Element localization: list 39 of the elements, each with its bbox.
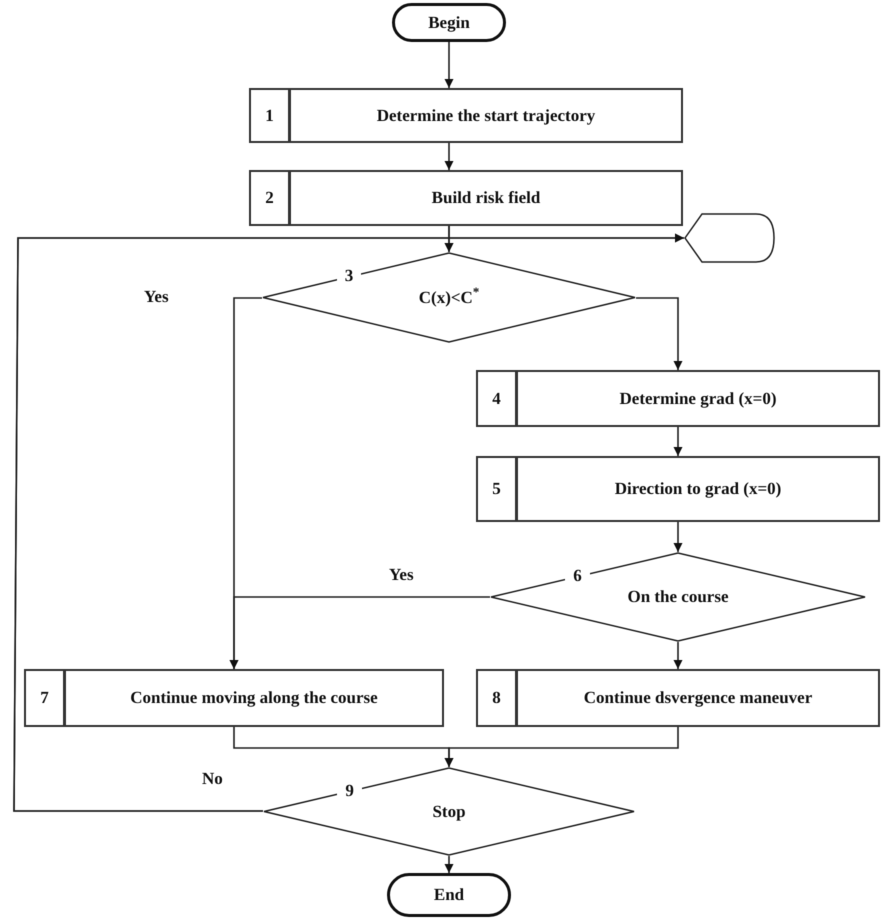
arrow xyxy=(13,234,684,812)
arrow xyxy=(444,727,679,767)
decision-diamond xyxy=(263,767,635,856)
step-number: 7 xyxy=(40,687,49,710)
node-text: Begin xyxy=(428,12,470,34)
node-text: Build risk field xyxy=(432,187,540,209)
node-text: Direction to grad (x=0) xyxy=(614,478,782,500)
arrow xyxy=(444,143,454,170)
step-number: 2 xyxy=(265,187,274,210)
node-text: On the course xyxy=(627,586,729,608)
arrow xyxy=(444,42,454,88)
display-shape xyxy=(684,213,775,263)
step-number: 8 xyxy=(492,687,501,710)
arrow xyxy=(674,522,682,552)
node-text: Continue dsvergence maneuver xyxy=(584,687,812,709)
arrow xyxy=(674,427,682,456)
node-text: Determine the start trajectory xyxy=(376,104,596,126)
process-box xyxy=(476,370,880,427)
arrow xyxy=(636,297,682,370)
terminal-shape xyxy=(387,873,511,917)
node-text: End xyxy=(434,884,464,906)
arrow xyxy=(230,596,490,669)
step-number: 5 xyxy=(492,478,501,500)
process-box xyxy=(476,669,880,727)
node-text: Continue moving along the course xyxy=(130,687,378,709)
terminal-shape xyxy=(392,3,506,42)
node-text: C(x)<C$^{*}$ xyxy=(418,284,480,309)
arrow xyxy=(674,642,682,669)
arrow xyxy=(444,856,454,873)
step-number: 4 xyxy=(492,388,501,410)
process-box xyxy=(476,456,880,522)
decision-diamond xyxy=(490,552,866,642)
node-text: Stop xyxy=(432,800,466,823)
step-number: 1 xyxy=(265,104,274,127)
process-box xyxy=(249,88,683,143)
node-text: Determine grad (x=0) xyxy=(620,388,776,410)
process-box xyxy=(249,170,683,226)
decision-diamond xyxy=(262,252,636,343)
process-box xyxy=(24,669,444,727)
